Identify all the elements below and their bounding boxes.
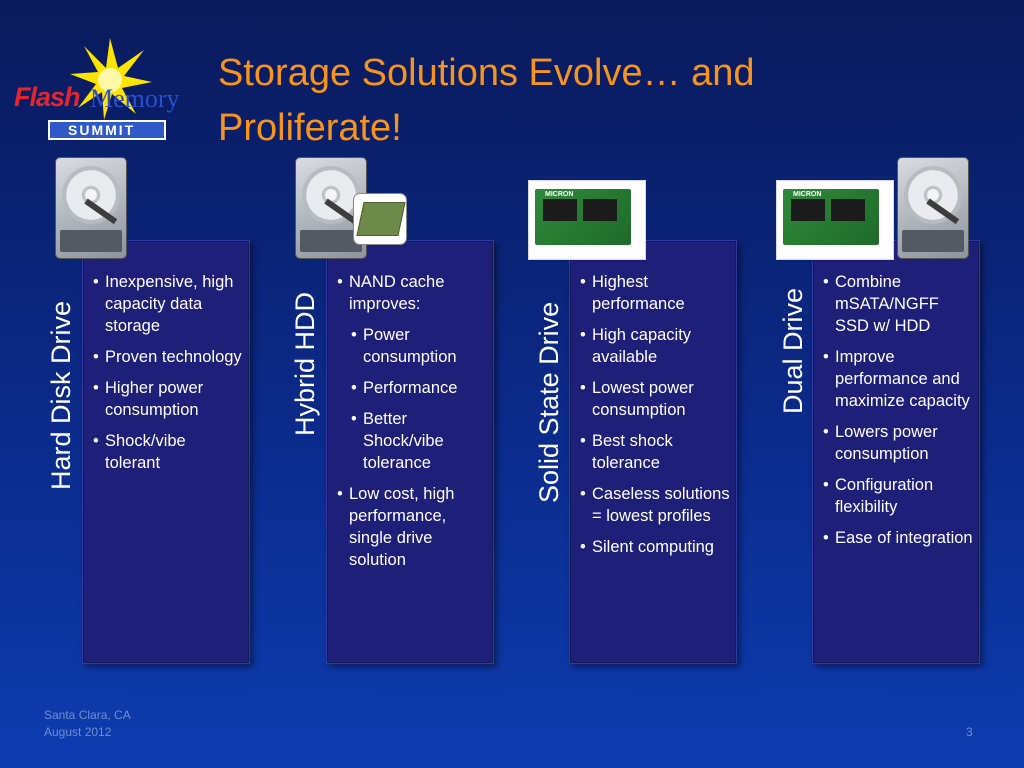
hard-drive-icon [898, 158, 968, 258]
list-item: Lowers power consumption [819, 421, 975, 465]
logo-word-memory: Memory [90, 84, 180, 113]
slide-title: Storage Solutions Evolve… and Proliferat… [218, 46, 978, 156]
logo-word-summit: SUMMIT [68, 122, 136, 138]
list-item: Lowest power consumption [576, 377, 732, 421]
list-item: High capacity available [576, 324, 732, 368]
list-item: Low cost, high performance, single drive… [333, 483, 489, 571]
list-item: Power consumption [347, 324, 489, 368]
column-label-hybrid-hdd: Hybrid HDD [290, 291, 320, 436]
column-dual-drive: Combine mSATA/NGFF SSD w/ HDD Improve pe… [812, 240, 980, 664]
list-item: Silent computing [576, 536, 732, 558]
slide-title-line2: Proliferate! [218, 107, 402, 149]
list-item: Configuration flexibility [819, 474, 975, 518]
slide-number: 3 [966, 725, 973, 739]
flash-memory-summit-logo: Flash Memory SUMMIT [14, 38, 204, 146]
nand-chip-icon [354, 194, 406, 244]
column-label-hard-disk-drive: Hard Disk Drive [46, 300, 76, 490]
column-hybrid-hdd: NAND cache improves: Power consumption P… [326, 240, 494, 664]
list-item: Better Shock/vibe tolerance [347, 408, 489, 474]
dual-bullet-list: Combine mSATA/NGFF SSD w/ HDD Improve pe… [819, 271, 975, 558]
logo-summit-bar [48, 120, 166, 140]
list-item: NAND cache improves: [333, 271, 489, 315]
hard-drive-icon [296, 158, 366, 258]
logo-word-flash: Flash [14, 82, 81, 112]
hdd-bullet-list: Inexpensive, high capacity data storage … [89, 271, 245, 483]
footer-date: August 2012 [44, 725, 112, 739]
ssd-card-icon: MICRON [528, 180, 646, 260]
list-item: Best shock tolerance [576, 430, 732, 474]
column-hard-disk-drive: Inexpensive, high capacity data storage … [82, 240, 250, 664]
slide-title-line1: Storage Solutions Evolve… and [218, 52, 755, 94]
footer-location: Santa Clara, CA [44, 708, 131, 722]
column-label-solid-state-drive: Solid State Drive [534, 301, 564, 503]
list-item: Higher power consumption [89, 377, 245, 421]
list-item: Proven technology [89, 346, 245, 368]
list-item: Caseless solutions = lowest profiles [576, 483, 732, 527]
list-item: Shock/vibe tolerant [89, 430, 245, 474]
list-item: Combine mSATA/NGFF SSD w/ HDD [819, 271, 975, 337]
list-item: Highest performance [576, 271, 732, 315]
column-label-dual-drive: Dual Drive [778, 287, 808, 414]
list-item: Improve performance and maximize capacit… [819, 346, 975, 412]
column-solid-state-drive: Highest performance High capacity availa… [569, 240, 737, 664]
list-item: Inexpensive, high capacity data storage [89, 271, 245, 337]
starburst-icon [70, 38, 152, 120]
ssd-card-icon: MICRON [776, 180, 894, 260]
ssd-bullet-list: Highest performance High capacity availa… [576, 271, 732, 567]
hybrid-bullet-list: NAND cache improves: Power consumption P… [333, 271, 489, 580]
list-item: Ease of integration [819, 527, 975, 549]
hard-drive-icon [56, 158, 126, 258]
list-item: Performance [347, 377, 489, 399]
